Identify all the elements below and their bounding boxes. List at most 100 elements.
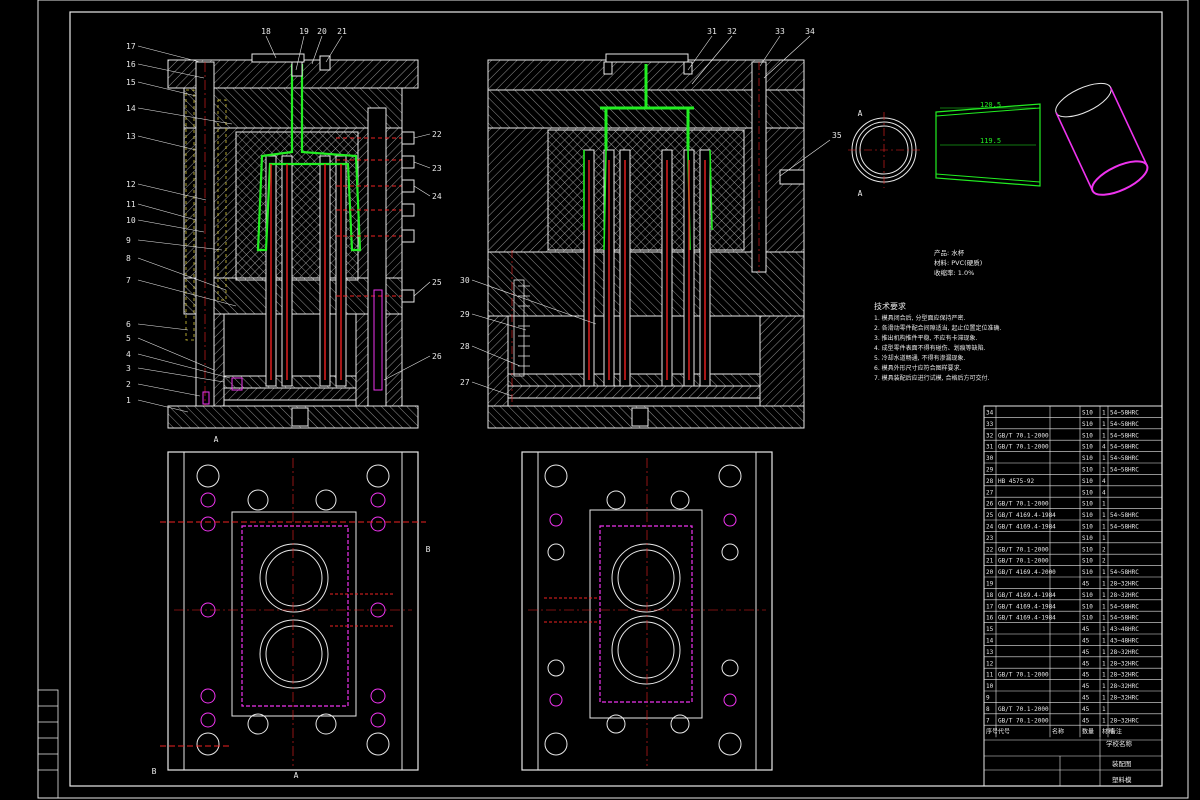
bom-cell: 45 <box>1082 706 1090 713</box>
section-mark: A <box>858 189 863 198</box>
callout-label: 7 <box>126 276 131 285</box>
section-mark: B <box>152 767 157 776</box>
callout-label: 24 <box>432 192 442 201</box>
bom-cell: S10 <box>1082 421 1093 428</box>
bom-cell: S10 <box>1082 535 1093 542</box>
bom-cell: S10 <box>1082 501 1093 508</box>
bom-cell: 2 <box>1102 546 1106 553</box>
product-info-line: 产品: 水杯 <box>934 249 965 257</box>
bom-cell: 45 <box>1082 695 1090 702</box>
bom-cell: GB/T 70.1-2000 <box>998 501 1049 508</box>
bom-cell: 28~32HRC <box>1110 649 1139 656</box>
bom-cell: 45 <box>1082 626 1090 633</box>
leader-line <box>137 337 215 371</box>
bom-cell: S10 <box>1082 569 1093 576</box>
bom-cell: GB/T 4169.4-1984 <box>998 592 1056 599</box>
callout-label: 18 <box>261 27 271 36</box>
leader-line <box>137 81 197 97</box>
bom-cell: 4 <box>1102 444 1106 451</box>
bom-cell: GB/T 70.1-2000 <box>998 432 1049 439</box>
bom-cell: GB/T 4169.4-1984 <box>998 512 1056 519</box>
bom-header-cell: 序号 <box>986 728 998 736</box>
title-school: 学校名称 <box>1106 740 1132 748</box>
bom-cell: 45 <box>1082 638 1090 645</box>
bom-cell: 13 <box>986 649 994 656</box>
bom-cell: 8 <box>986 706 990 713</box>
bom-cell: 1 <box>1102 535 1106 542</box>
bom-cell: S10 <box>1082 603 1093 610</box>
leader-line <box>311 35 323 65</box>
callout-label: 19 <box>299 27 309 36</box>
bom-cell: 28~32HRC <box>1110 695 1139 702</box>
bom-cell: 9 <box>986 695 990 702</box>
bom-cell: 45 <box>1082 683 1090 690</box>
callout-label: 9 <box>126 236 131 245</box>
leader-line <box>779 139 831 177</box>
plan-view-left <box>160 451 426 771</box>
tech-note: 4. 成型零件表面不得有碰伤、划痕等缺陷. <box>874 345 986 352</box>
bom-cell: 1 <box>1102 501 1106 508</box>
bom-header-cell: 材料 <box>1102 728 1114 736</box>
callout-label: 12 <box>126 180 136 189</box>
bom-cell: 45 <box>1082 581 1090 588</box>
outer-frame <box>37 0 1189 799</box>
callout-label: 11 <box>126 200 136 209</box>
bom-cell: 11 <box>986 672 994 679</box>
section-mark: A <box>214 435 219 444</box>
bom-cell: S10 <box>1082 478 1093 485</box>
bom-cell: 28~32HRC <box>1110 581 1139 588</box>
dim-mid: 119.5 <box>980 137 1002 145</box>
leader-line <box>137 323 189 331</box>
leader-line <box>137 257 227 291</box>
bom-cell: GB/T 70.1-2000 <box>998 546 1049 553</box>
bom-cell: 20 <box>986 569 994 576</box>
callout-label: 26 <box>432 352 442 361</box>
callout-label: 13 <box>126 132 136 141</box>
bom-cell: 54~58HRC <box>1110 455 1139 462</box>
bom-cell: 1 <box>1102 467 1106 474</box>
bom-cell: 24 <box>986 524 994 531</box>
bom-cell: S10 <box>1082 546 1093 553</box>
bom-cell: S10 <box>1082 592 1093 599</box>
bom-cell: 54~58HRC <box>1110 569 1139 576</box>
bom-cell: 45 <box>1082 717 1090 724</box>
bom-cell: GB/T 70.1-2000 <box>998 444 1049 451</box>
section-mark: A <box>294 771 299 780</box>
callout-label: 29 <box>460 310 470 319</box>
bom-cell: GB/T 4169.4-1984 <box>998 524 1056 531</box>
leader-line <box>137 45 201 63</box>
callout-label: 28 <box>460 342 470 351</box>
leader-line <box>137 399 189 413</box>
callout-label: 16 <box>126 60 136 69</box>
bom-cell: 1 <box>1102 615 1106 622</box>
callout-label: 2 <box>126 380 131 389</box>
main-section-view-left <box>167 53 419 429</box>
callout-label: 10 <box>126 216 136 225</box>
leader-line <box>137 367 225 383</box>
callout-label: 3 <box>126 364 131 373</box>
bom-cell: 1 <box>1102 638 1106 645</box>
bom-cell: 15 <box>986 626 994 633</box>
section-mark: B <box>426 545 431 554</box>
bom-cell: 25 <box>986 512 994 519</box>
bom-cell: GB/T 4169.4-1984 <box>998 603 1056 610</box>
bom-cell: 29 <box>986 467 994 474</box>
leader-line <box>325 35 343 63</box>
bom-cell: 43~48HRC <box>1110 626 1139 633</box>
bom-cell: 54~58HRC <box>1110 410 1139 417</box>
tech-note: 6. 模具外形尺寸应符合图样要求. <box>874 365 962 372</box>
bom-cell: GB/T 4169.4-2000 <box>998 569 1056 576</box>
bom-cell: S10 <box>1082 558 1093 565</box>
leader-line <box>763 35 811 79</box>
leader-line <box>137 239 223 251</box>
leader-line <box>137 279 237 307</box>
bom-header-cell: 备注 <box>1110 728 1122 736</box>
callout-label: 8 <box>126 254 131 263</box>
bom-cell: 1 <box>1102 695 1106 702</box>
leader-line <box>383 355 431 381</box>
bom-cell: 10 <box>986 683 994 690</box>
bom-cell: 1 <box>1102 512 1106 519</box>
main-section-view-right <box>487 53 805 429</box>
